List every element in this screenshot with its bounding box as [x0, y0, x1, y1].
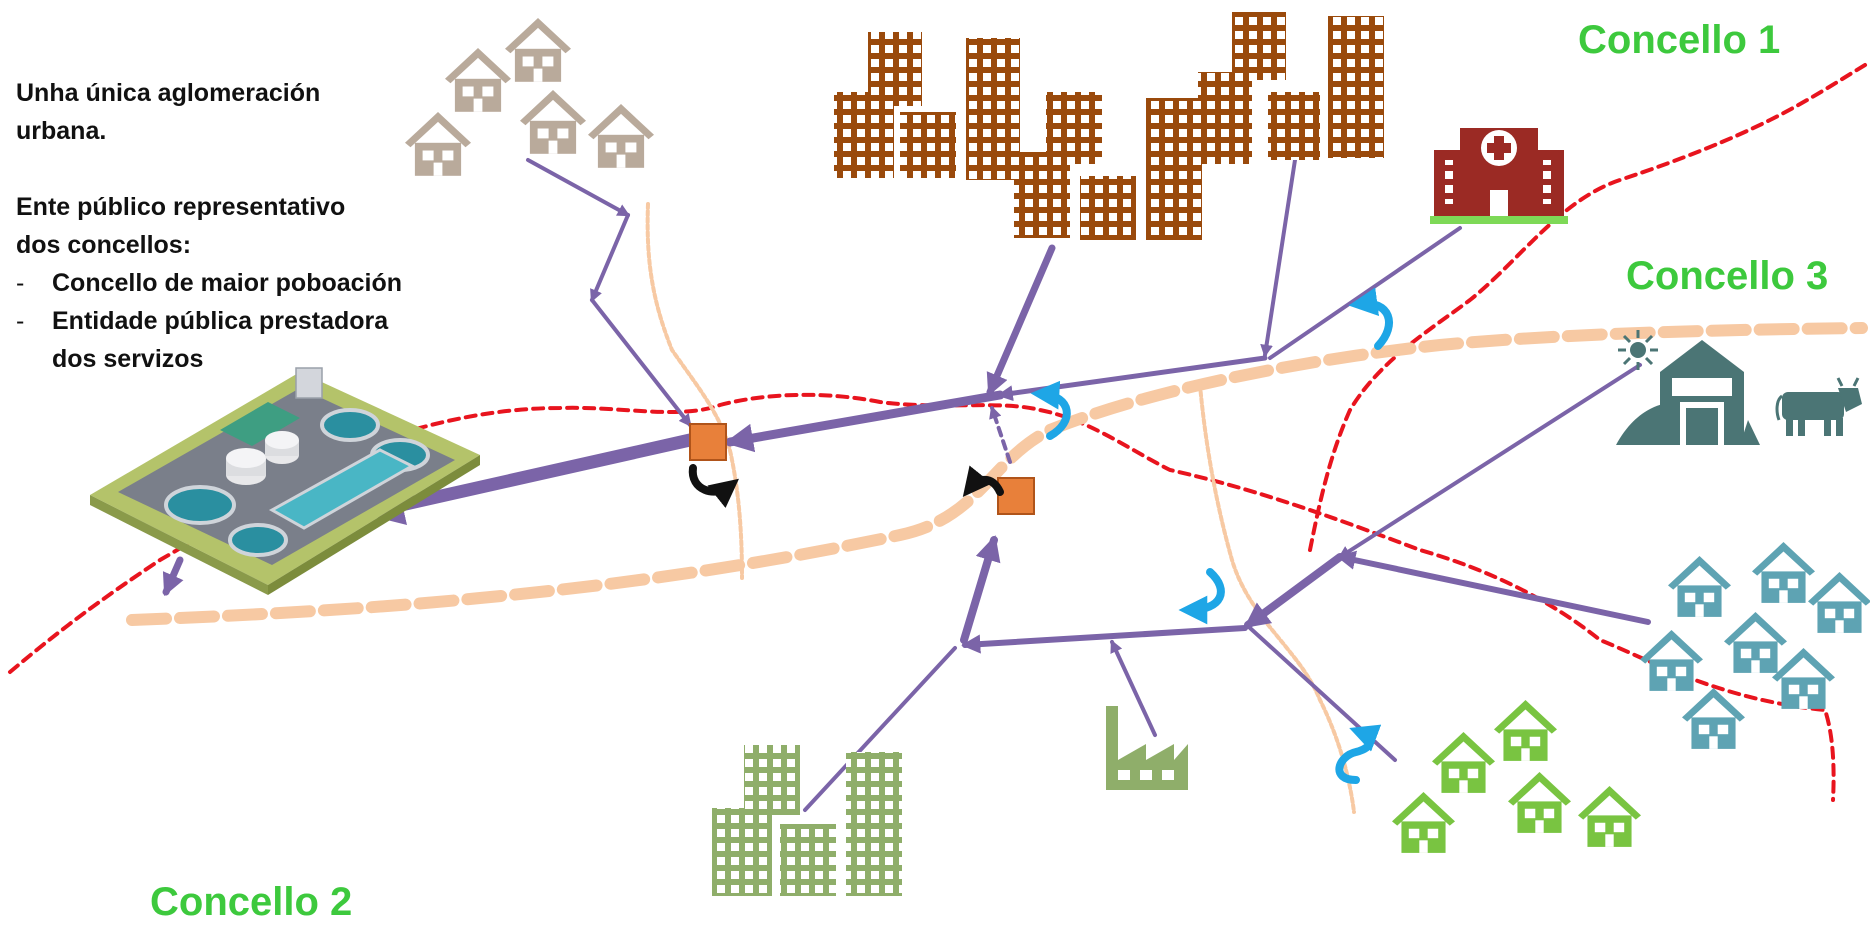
- collector-grey-houses-1: [526, 158, 631, 217]
- factory-icon: [1106, 706, 1188, 790]
- cow-icon: [1775, 377, 1862, 436]
- pump-station-west: [688, 423, 740, 509]
- overflow-arrows: [1030, 287, 1393, 784]
- wwtp-outlet: [162, 556, 184, 597]
- description-bullet: Entidade pública prestadora dos servizos: [16, 302, 412, 378]
- houses-green-icon: [1392, 700, 1641, 853]
- municipality-label-concello-2: Concello 2: [150, 880, 353, 924]
- collector-brown-city-east: [1260, 158, 1297, 358]
- farm-icon: [1616, 330, 1760, 445]
- pump-swirl-icon: [688, 464, 740, 509]
- hospital-icon: [1430, 128, 1568, 224]
- buildings-olive-icon: [712, 745, 902, 896]
- trunk-to-wwtp: [361, 433, 697, 525]
- overflow-arrow-icon: [1030, 380, 1071, 440]
- collector-farm: [1337, 363, 1642, 559]
- houses-teal-icon: [1640, 542, 1870, 749]
- collector-east-to-south: [1243, 553, 1344, 629]
- overflow-arrow-icon: [1335, 724, 1382, 784]
- boundary-line-northeast: [1308, 60, 1870, 552]
- trunk-upper: [724, 390, 1005, 453]
- description-line-1: Unha única aglomeración urbana.: [16, 79, 321, 145]
- collector-south-rising: [960, 535, 1001, 644]
- municipality-label-concello-3: Concello 3: [1626, 254, 1829, 298]
- description-line-2: Ente público representativo dos concello…: [16, 193, 346, 259]
- wastewater-treatment-plant-icon: [90, 367, 480, 595]
- pump-station-icon: [689, 423, 727, 461]
- description-bullet-list: Concello de maior poboación Entidade púb…: [16, 264, 456, 378]
- pump-station-central: [962, 465, 1035, 515]
- collector-olive-city: [803, 646, 957, 812]
- overflow-arrow-icon: [1348, 287, 1393, 350]
- pump-swirl-icon: [962, 465, 1004, 497]
- collector-brown-city: [986, 244, 1056, 397]
- description-panel: Unha única aglomeración urbana. Ente púb…: [16, 74, 456, 378]
- buildings-brown-icon: [834, 12, 1384, 240]
- collector-hospital: [1268, 226, 1462, 360]
- collector-grey-houses-2: [590, 213, 630, 303]
- sun-icon: [1630, 342, 1646, 358]
- collector-factory: [1110, 639, 1157, 737]
- collector-south-main: [961, 625, 1248, 654]
- collector-teal-houses: [1336, 550, 1651, 625]
- collector-link-dashed: [989, 405, 1012, 464]
- municipality-label-concello-1: Concello 1: [1578, 18, 1781, 62]
- pump-station-icon: [997, 477, 1035, 515]
- overflow-arrow-icon: [1178, 568, 1225, 625]
- collector-grey-houses-3: [590, 298, 692, 428]
- description-bullet: Concello de maior poboación: [16, 264, 456, 302]
- river-tributary-1: [645, 202, 744, 580]
